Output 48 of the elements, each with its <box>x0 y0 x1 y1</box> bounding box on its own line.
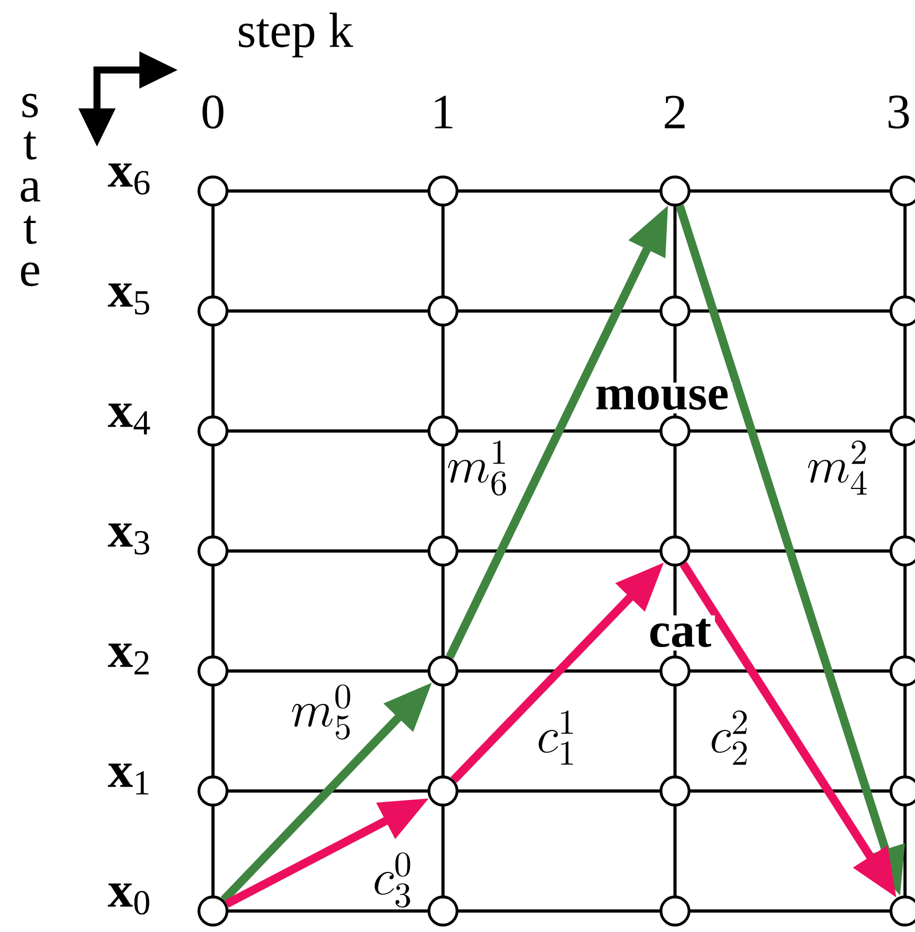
grid-point <box>198 416 228 446</box>
grid-point <box>890 776 915 806</box>
row-label: x$_{4}$ <box>108 404 150 434</box>
grid-point <box>428 656 458 686</box>
grid-point <box>890 296 915 326</box>
grid-point <box>198 296 228 326</box>
grid-point <box>660 296 690 326</box>
edge-label: $c_1^1$ <box>538 710 573 765</box>
grid-point <box>428 896 458 926</box>
grid-point <box>660 536 690 566</box>
edge-label: $m_5^0$ <box>292 684 350 740</box>
grid-point <box>890 656 915 686</box>
grid-point <box>660 896 690 926</box>
grid-point <box>198 176 228 206</box>
grid-point <box>198 536 228 566</box>
grid-point <box>428 776 458 806</box>
series-label: mouse <box>592 382 732 414</box>
edge-label: $m_6^1$ <box>448 440 506 496</box>
column-label: 1 <box>435 96 452 128</box>
edge-label: $c_2^2$ <box>712 710 747 765</box>
grid-point <box>890 416 915 446</box>
grid-point <box>428 176 458 206</box>
edge-label: $m_4^2$ <box>808 440 867 495</box>
column-label: 2 <box>664 96 685 128</box>
grid-point <box>890 896 915 926</box>
row-label: x$_{5}$ <box>108 283 150 315</box>
column-label: 0 <box>202 95 224 129</box>
grid-point <box>428 296 458 326</box>
row-label: x$_{0}$ <box>108 883 150 915</box>
grid-point <box>428 536 458 566</box>
axis-title: state <box>20 94 40 286</box>
axis-title: step k <box>238 12 354 58</box>
row-label: x$_{2}$ <box>108 644 149 674</box>
grid-point <box>660 176 690 206</box>
grid-point <box>660 776 690 806</box>
grid-point <box>890 176 915 206</box>
grid-point <box>198 656 228 686</box>
series-label: cat <box>645 615 715 651</box>
row-label: x$_{6}$ <box>108 163 150 195</box>
grid-point <box>890 536 915 566</box>
row-label: x$_{3}$ <box>108 523 150 555</box>
grid-point <box>660 656 690 686</box>
grid-point <box>660 416 690 446</box>
grid-point <box>198 776 228 806</box>
grid-point <box>198 896 228 926</box>
column-label: 3 <box>888 95 909 129</box>
row-label: x$_{1}$ <box>108 764 148 794</box>
edge-label: $c_3^0$ <box>374 852 410 908</box>
